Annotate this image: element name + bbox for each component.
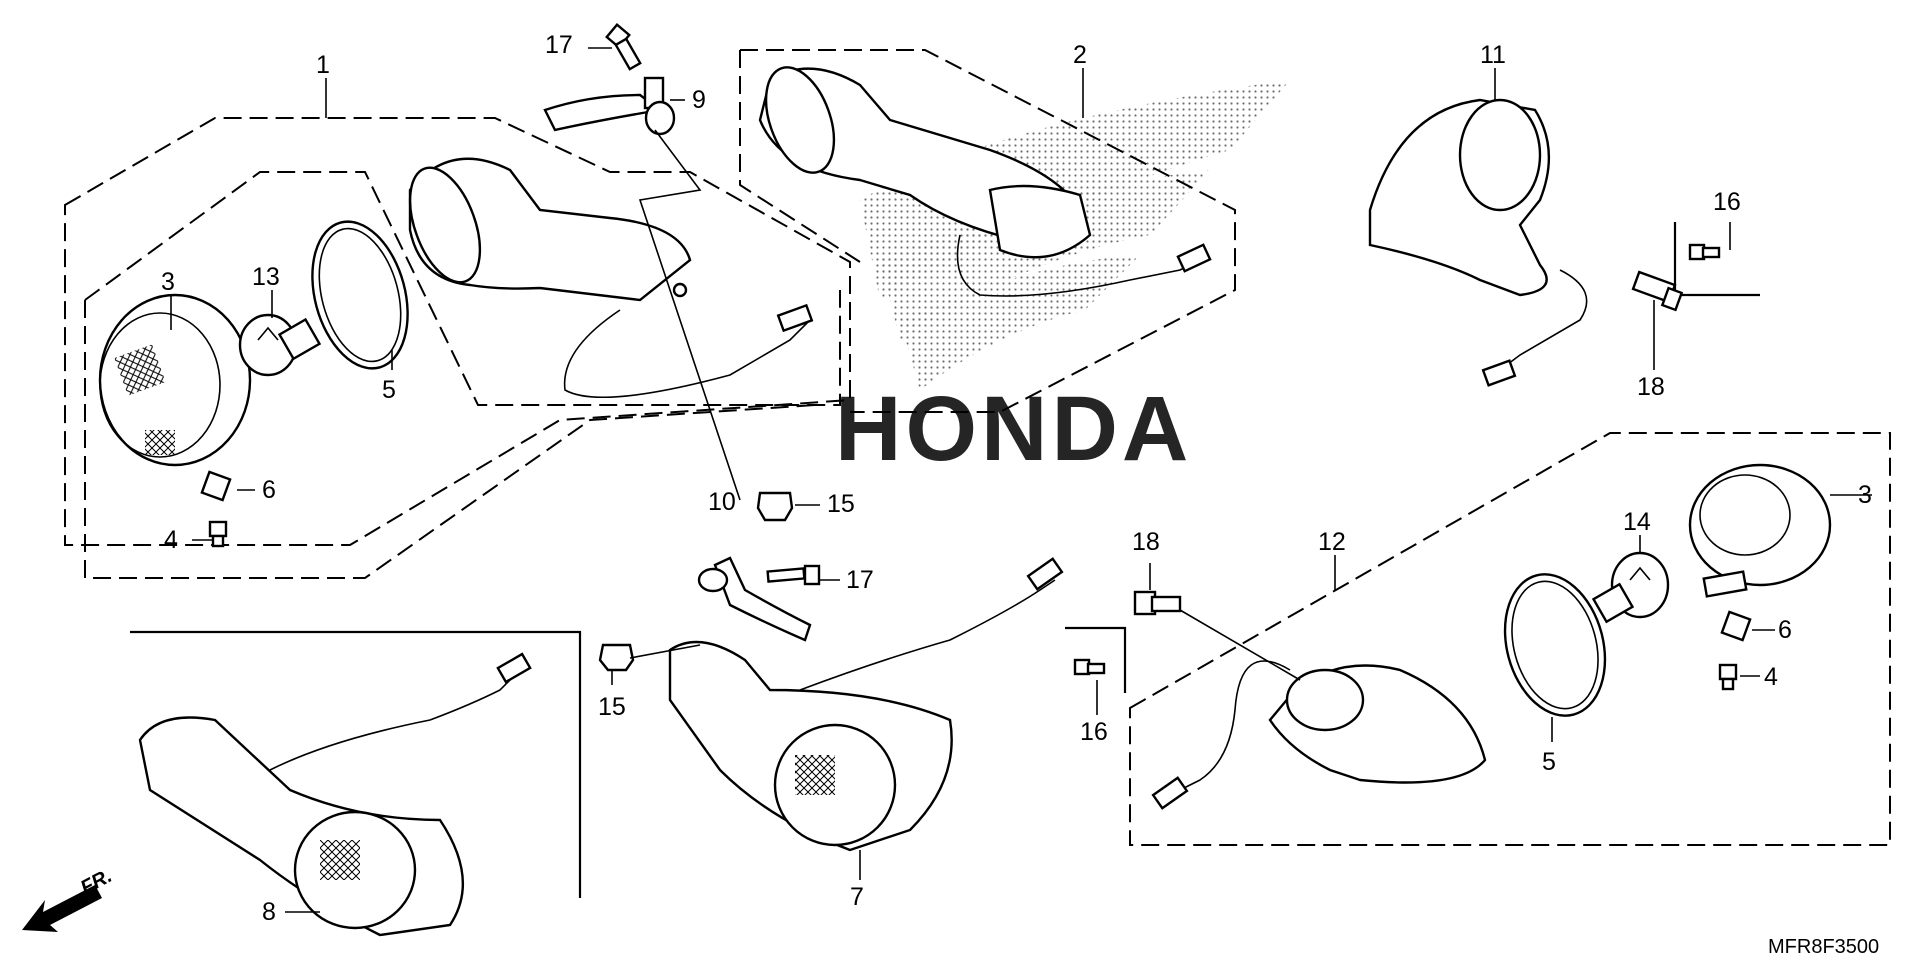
callout-13: 13	[252, 263, 280, 291]
callout-15: 15	[598, 693, 626, 721]
callout-14: 14	[1623, 508, 1651, 536]
callout-7: 7	[850, 883, 864, 911]
winker-8	[138, 652, 532, 937]
bracket-9	[543, 76, 676, 136]
callout-12: 12	[1318, 528, 1346, 556]
winker-housing-2	[758, 66, 1212, 297]
callout-16: 16	[1713, 188, 1741, 216]
callout-15: 15	[827, 490, 855, 518]
nut-15-lower	[598, 643, 635, 672]
callout-9: 9	[692, 86, 706, 114]
nut-6-upper	[200, 470, 232, 502]
bulb-14	[1591, 551, 1670, 624]
winker-7	[668, 557, 1064, 852]
callout-1: 1	[316, 51, 330, 79]
bracket-10	[697, 556, 812, 642]
callout-17: 17	[545, 31, 573, 59]
gasket-5-lower-inner	[1511, 580, 1599, 710]
gasket-5-upper	[311, 220, 409, 370]
callout-17: 17	[846, 566, 874, 594]
frame-16-upper	[1673, 222, 1760, 297]
callout-4: 4	[1764, 663, 1778, 691]
bolt-18-lower	[1133, 590, 1182, 616]
winker-11	[1368, 98, 1588, 387]
gasket-5-lower	[1503, 573, 1607, 717]
front-direction-arrow: FR.	[22, 865, 116, 932]
callouts: 1 2 3 3 4 4 5 5 6 6 7 8 9 10 11 12 13 14…	[161, 31, 1872, 926]
group-box-2-left	[739, 50, 861, 263]
callout-18: 18	[1132, 528, 1160, 556]
group-box-2	[740, 49, 1236, 413]
bulb-13	[238, 313, 322, 377]
group-box-12	[1129, 432, 1891, 846]
callout-6: 6	[1778, 616, 1792, 644]
bolt-16-upper	[1688, 243, 1721, 261]
callout-5: 5	[382, 376, 396, 404]
group-box-1-inner	[84, 171, 841, 406]
callout-3: 3	[1858, 481, 1872, 509]
nut-15-upper	[756, 491, 794, 522]
frame-lower-left	[130, 630, 582, 898]
callout-6: 6	[262, 476, 276, 504]
group-box-1-lower	[84, 300, 816, 579]
lens-3-upper	[98, 293, 252, 467]
callout-4: 4	[164, 526, 178, 554]
bolt-17-upper	[605, 23, 642, 71]
callout-8: 8	[262, 898, 276, 926]
honda-watermark-text: HONDA	[835, 378, 1192, 480]
frame-16-lower	[1065, 626, 1127, 693]
callout-3: 3	[161, 268, 175, 296]
group-box-1	[64, 117, 851, 546]
callout-16: 16	[1080, 718, 1108, 746]
gasket-5-upper-inner	[318, 227, 402, 363]
bolt-17-lower	[766, 564, 821, 586]
winker-12	[1151, 660, 1487, 810]
bolt-18-upper	[1631, 270, 1684, 312]
callout-2: 2	[1073, 41, 1087, 69]
nut-6-lower	[1720, 610, 1752, 642]
screw-4-upper	[208, 520, 228, 548]
winker-housing-1	[408, 157, 814, 399]
callout-18: 18	[1637, 373, 1665, 401]
diagram-code: MFR8F3500	[1768, 936, 1879, 958]
screw-4-lower	[1718, 663, 1738, 691]
callout-10: 10	[708, 488, 736, 516]
bolt-16-lower	[1073, 658, 1106, 676]
callout-11: 11	[1480, 41, 1506, 69]
callout-5: 5	[1542, 748, 1556, 776]
leader-lines	[170, 47, 1872, 913]
lens-3-lower	[1688, 463, 1832, 598]
